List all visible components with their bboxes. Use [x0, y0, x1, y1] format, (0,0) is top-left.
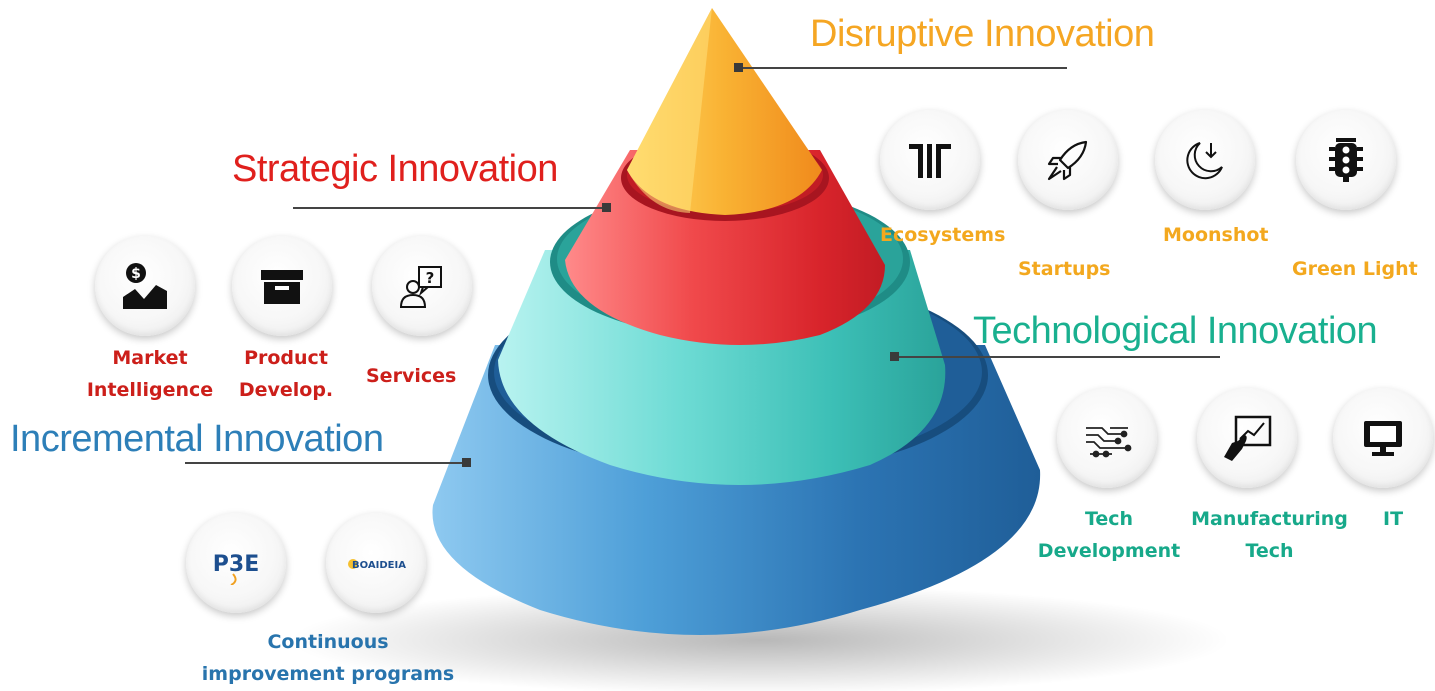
market-intelligence-label: Market Intelligence [80, 342, 220, 406]
box-icon [261, 270, 303, 304]
product-develop-label: Product Develop. [226, 342, 346, 406]
continuous-improvement-line2: improvement programs [201, 663, 455, 685]
disruptive-heading: Disruptive Innovation [810, 13, 1155, 55]
tech-development-line2: Development [1037, 540, 1181, 562]
manufacturing-tech-badge [1197, 388, 1297, 488]
ecosystems-label: Ecosystems [880, 224, 1006, 246]
manufacturing-tech-label: Manufacturing Tech [1182, 503, 1357, 567]
startups-label: Startups [1018, 258, 1111, 280]
it-badge [1333, 388, 1433, 488]
product-develop-badge [232, 236, 332, 336]
continuous-improvement-label: Continuous improvement programs [178, 626, 478, 690]
moonshot-label: Moonshot [1163, 224, 1269, 246]
disruptive-node [734, 63, 743, 72]
disruptive-leader [740, 67, 1067, 69]
product-develop-line2: Develop. [238, 379, 334, 401]
green-light-label: Green Light [1292, 258, 1418, 280]
technological-heading: Technological Innovation [973, 310, 1378, 352]
touch-chart-icon [1224, 415, 1272, 461]
monitor-icon [1364, 421, 1402, 456]
services-label: Services [366, 365, 457, 387]
strategic-heading: Strategic Innovation [232, 148, 558, 190]
it-label: IT [1383, 508, 1404, 530]
technological-node [890, 352, 899, 361]
services-badge: ? [372, 236, 472, 336]
tech-development-label: Tech Development [1030, 503, 1188, 567]
boaideia-logo-text: BOAIDEIA [352, 560, 406, 571]
market-intelligence-line1: Market [112, 347, 188, 369]
product-develop-line1: Product [244, 347, 328, 369]
p3e-badge: P3E [186, 513, 286, 613]
moon-icon [1186, 142, 1223, 180]
technological-leader [895, 356, 1220, 358]
strategic-leader [293, 207, 608, 209]
incremental-node [462, 458, 471, 467]
market-intelligence-badge: $ [95, 236, 195, 336]
support-question-icon: ? [399, 266, 442, 308]
market-intelligence-line2: Intelligence [86, 379, 214, 401]
boaideia-logo: BOAIDEIA [348, 559, 406, 571]
green-light-badge [1296, 110, 1396, 210]
svg-text:$: $ [131, 266, 141, 282]
traffic-light-icon [1329, 138, 1363, 182]
rocket-icon [1047, 140, 1088, 181]
strategic-node [602, 203, 611, 212]
circuit-icon [1086, 427, 1132, 458]
market-chart-icon: $ [123, 263, 167, 309]
moonshot-badge [1155, 110, 1255, 210]
manufacturing-tech-line1: Manufacturing [1191, 508, 1348, 530]
pyramid-shadow [290, 585, 1230, 691]
p3e-logo-text: P3E [213, 552, 259, 577]
boaideia-badge: BOAIDEIA [326, 513, 426, 613]
ecosystems-icon [909, 144, 951, 178]
continuous-improvement-line1: Continuous [267, 631, 389, 653]
incremental-leader [185, 462, 467, 464]
ecosystems-badge [880, 110, 980, 210]
incremental-heading: Incremental Innovation [10, 418, 384, 460]
tech-development-badge [1057, 388, 1157, 488]
manufacturing-tech-line2: Tech [1245, 540, 1294, 562]
tech-development-line1: Tech [1084, 508, 1134, 530]
startups-badge [1018, 110, 1118, 210]
p3e-logo: P3E [213, 552, 259, 585]
svg-text:?: ? [426, 269, 435, 287]
